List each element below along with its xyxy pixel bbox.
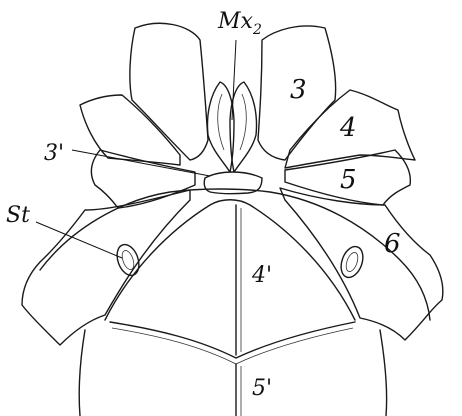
- label-stigma: St: [6, 203, 30, 228]
- sternite-4-lower-boundary: [110, 322, 355, 358]
- label-segment-3-prime: 3': [44, 141, 64, 166]
- label-segment-5: 5: [340, 165, 357, 195]
- lower-line-right: [380, 330, 387, 416]
- label-segment-4-prime: 4': [251, 263, 272, 288]
- maxilla-inner-right: [240, 94, 246, 150]
- label-mx2: Mx2: [217, 9, 262, 38]
- sternite-4-lower-boundary-inner: [112, 328, 353, 364]
- limb-3-left-outline: [130, 23, 208, 160]
- limb-6-left-outline: [22, 190, 190, 345]
- stigma-right: [337, 244, 367, 281]
- label-segment-3: 3: [290, 75, 307, 105]
- maxilla-inner-left: [218, 94, 224, 150]
- thorax-arch-inner: [105, 200, 355, 320]
- lower-line-left: [79, 330, 85, 416]
- leader-mx2: [232, 40, 236, 120]
- label-segment-4: 4: [339, 113, 357, 143]
- label-segment-5-prime: 5': [252, 376, 272, 401]
- stigma-left: [113, 242, 143, 279]
- label-segment-6: 6: [384, 229, 401, 259]
